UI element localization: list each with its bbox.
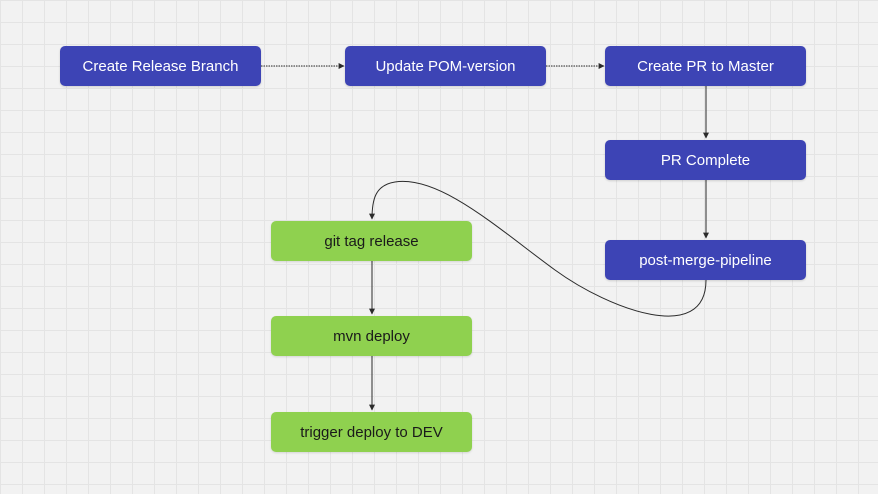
edge-pipeline-to-gittag (369, 180, 707, 317)
node-trigger-deploy-dev[interactable]: trigger deploy to DEV (271, 412, 472, 452)
node-mvn-deploy[interactable]: mvn deploy (271, 316, 472, 356)
node-create-release-branch[interactable]: Create Release Branch (60, 46, 261, 86)
node-pr-complete[interactable]: PR Complete (605, 140, 806, 180)
node-post-merge-pipeline[interactable]: post-merge-pipeline (605, 240, 806, 280)
node-git-tag-release[interactable]: git tag release (271, 221, 472, 261)
node-update-pom-version[interactable]: Update POM-version (345, 46, 546, 86)
node-create-pr-to-master[interactable]: Create PR to Master (605, 46, 806, 86)
